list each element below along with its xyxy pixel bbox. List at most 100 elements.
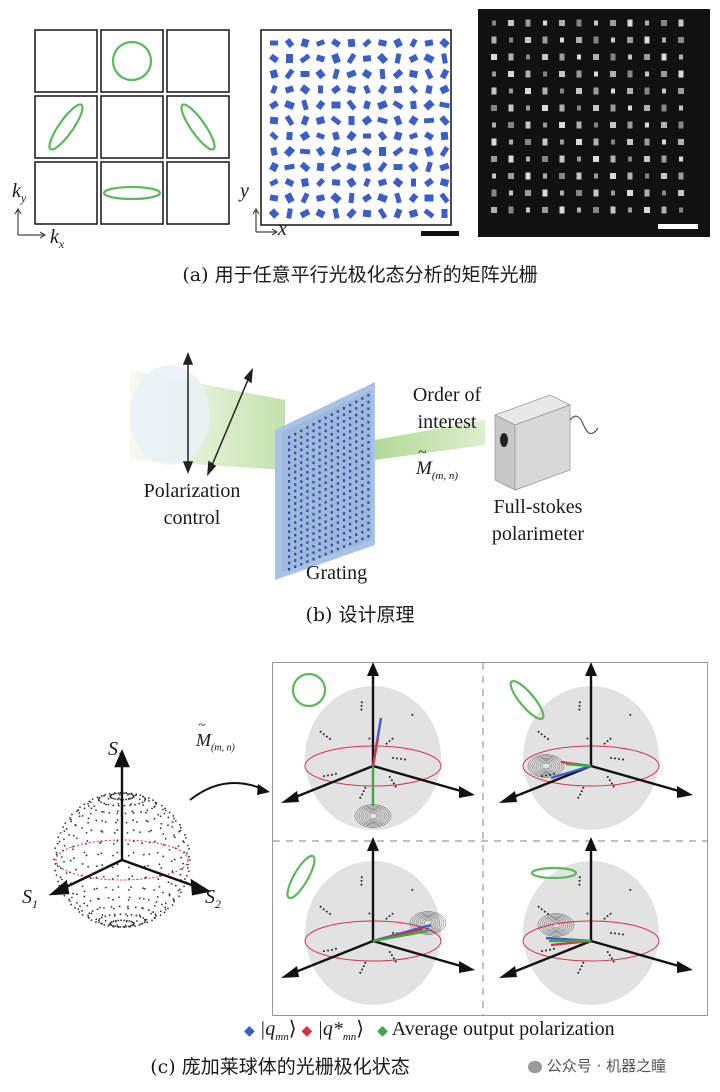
pillar <box>284 146 295 157</box>
sphere-point <box>97 908 99 910</box>
caption-b: (b) 设计原理 <box>0 600 720 627</box>
sphere-point <box>101 795 103 797</box>
sem-pillar <box>611 207 616 214</box>
sem-pillar <box>593 105 599 111</box>
grating-pillar <box>319 433 321 436</box>
grating-pillar <box>325 443 327 446</box>
sphere-point <box>160 910 162 912</box>
grating-pillar <box>319 491 321 494</box>
sphere-point <box>164 813 166 815</box>
sem-pillar <box>559 122 565 128</box>
sphere-point <box>182 863 184 865</box>
sphere-point <box>133 829 135 831</box>
output-spheres-frame <box>272 662 708 1016</box>
sphere-point <box>130 798 132 800</box>
grating-pillar <box>361 464 363 467</box>
sphere-point <box>186 875 188 877</box>
sphere-point <box>61 856 63 858</box>
sphere-point <box>86 854 88 856</box>
sphere-point <box>139 794 141 796</box>
sphere-point <box>120 919 122 921</box>
pillar <box>331 115 342 125</box>
s2-label: S2 <box>205 886 221 912</box>
sphere-point <box>132 797 134 799</box>
grating-pillar <box>294 528 296 531</box>
sphere-point <box>64 845 66 847</box>
sphere-point <box>155 803 157 805</box>
sphere-point <box>97 898 99 900</box>
output-sphere <box>499 837 693 1005</box>
sphere-point <box>108 812 110 814</box>
sphere-point <box>187 864 189 866</box>
sphere-point <box>173 818 175 820</box>
sem-pillar <box>662 38 666 43</box>
sphere-point <box>101 820 103 822</box>
grating-pillar <box>337 521 339 524</box>
sphere-point <box>79 905 81 907</box>
sphere-point <box>188 870 190 872</box>
sphere-point <box>60 876 62 878</box>
grating-pillar <box>325 507 327 510</box>
pillar <box>315 209 325 219</box>
pillar <box>377 117 388 125</box>
sphere-point <box>143 854 145 856</box>
sphere-point <box>188 848 190 850</box>
sphere-point <box>112 889 114 891</box>
grating-pillar <box>367 535 369 538</box>
grating-pillar <box>306 490 308 493</box>
pillar <box>284 100 295 110</box>
sphere-point <box>111 906 113 908</box>
sphere-point <box>126 792 128 794</box>
grating-pillar <box>337 469 339 472</box>
pillar <box>316 100 326 110</box>
sphere-point <box>63 895 65 897</box>
sem-pillar <box>628 208 632 213</box>
pillar <box>439 102 450 109</box>
grating-pillar <box>288 442 290 445</box>
sem-pillar <box>560 207 565 214</box>
sphere-point <box>148 797 150 799</box>
sem-pillar <box>525 190 531 196</box>
grating-pillar <box>355 520 357 523</box>
grating-pillar <box>294 452 296 455</box>
grating-pillar <box>300 499 302 502</box>
grating-pillar <box>361 397 363 400</box>
grating-pillar <box>331 492 333 495</box>
grating-pillar <box>355 513 357 516</box>
grating-pillar <box>349 490 351 493</box>
pillar <box>347 85 357 94</box>
sphere-point <box>112 855 114 857</box>
sem-pillar <box>577 71 582 78</box>
pillar <box>333 208 340 219</box>
sphere-point <box>164 807 166 809</box>
sphere-point <box>95 918 97 920</box>
sphere-point <box>76 837 78 839</box>
sem-image <box>478 9 710 237</box>
pillar <box>316 39 325 47</box>
grating-pillar <box>306 541 308 544</box>
grating-pillar <box>306 458 308 461</box>
sphere-point <box>174 859 176 861</box>
grating-pillar <box>294 483 296 486</box>
sphere-point <box>138 924 140 926</box>
sphere-point <box>133 812 135 814</box>
sphere-point <box>168 817 170 819</box>
sphere-point <box>127 908 129 910</box>
pillar <box>348 39 356 48</box>
sem-pillar <box>492 190 497 197</box>
sem-pillar <box>492 123 496 128</box>
pillar <box>424 131 434 140</box>
grating-pillar <box>288 524 290 527</box>
sphere-point <box>113 793 115 795</box>
caption-c: (c) 庞加莱球体的光栅极化状态 <box>0 1052 560 1079</box>
sem-pillar <box>525 88 531 94</box>
sphere-point <box>73 857 75 859</box>
sem-pillar <box>611 156 616 163</box>
sem-pillar <box>611 38 615 43</box>
sem-pillar <box>526 208 530 213</box>
grating-pillar <box>300 468 302 471</box>
sem-pillar <box>627 190 633 196</box>
sem-pillar <box>611 105 616 112</box>
sphere-point <box>157 896 159 898</box>
pillar <box>440 69 449 80</box>
